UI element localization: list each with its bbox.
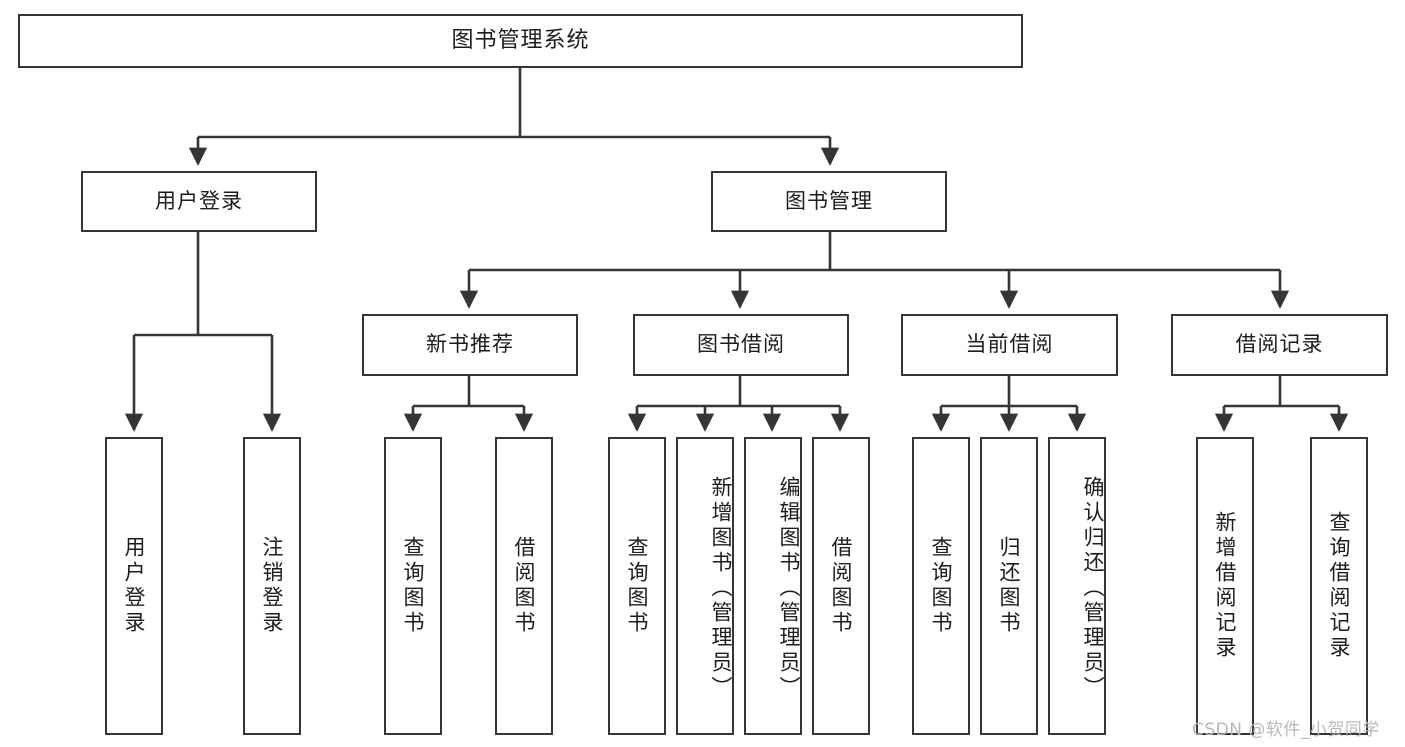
leaf-user-logout-label: 注销登录 xyxy=(260,536,285,636)
leaf-return-book-label: 归还图书 xyxy=(997,536,1022,636)
node-new-book-recommend-label: 新书推荐 xyxy=(426,332,514,357)
node-new-book-recommend[interactable]: 新书推荐 xyxy=(362,314,578,376)
leaf-confirm-return-admin[interactable]: 确认归还（管理员） xyxy=(1048,437,1106,735)
leaf-confirm-return-admin-label: 确认归还（管理员） xyxy=(1081,475,1105,701)
leaf-query-book-2[interactable]: 查询图书 xyxy=(608,437,666,735)
leaf-query-book-2-label: 查询图书 xyxy=(625,536,650,636)
node-root-label: 图书管理系统 xyxy=(451,27,590,53)
node-current-borrow[interactable]: 当前借阅 xyxy=(901,314,1118,376)
leaf-add-book-admin-label: 新增图书（管理员） xyxy=(709,475,733,701)
leaf-user-login[interactable]: 用户登录 xyxy=(105,437,163,735)
node-root[interactable]: 图书管理系统 xyxy=(18,14,1023,68)
leaf-borrow-book-2[interactable]: 借阅图书 xyxy=(812,437,870,735)
node-current-borrow-label: 当前借阅 xyxy=(965,332,1054,357)
leaf-return-book[interactable]: 归还图书 xyxy=(980,437,1038,735)
node-book-management-label: 图书管理 xyxy=(785,188,873,213)
leaf-user-login-label: 用户登录 xyxy=(122,536,147,636)
leaf-add-book-admin[interactable]: 新增图书（管理员） xyxy=(676,437,734,735)
leaf-query-book-1[interactable]: 查询图书 xyxy=(384,437,442,735)
leaf-add-borrow-record[interactable]: 新增借阅记录 xyxy=(1196,437,1254,735)
leaf-borrow-book-2-label: 借阅图书 xyxy=(829,536,854,636)
node-user-login[interactable]: 用户登录 xyxy=(81,171,317,232)
node-user-login-label: 用户登录 xyxy=(155,188,243,213)
leaf-query-book-3-label: 查询图书 xyxy=(929,536,954,636)
node-borrow-records[interactable]: 借阅记录 xyxy=(1171,314,1388,376)
leaf-borrow-book-1[interactable]: 借阅图书 xyxy=(495,437,553,735)
node-borrow-records-label: 借阅记录 xyxy=(1235,332,1324,357)
leaf-query-book-1-label: 查询图书 xyxy=(401,536,426,636)
leaf-borrow-book-1-label: 借阅图书 xyxy=(512,536,537,636)
leaf-add-borrow-record-label: 新增借阅记录 xyxy=(1213,511,1238,661)
leaf-edit-book-admin[interactable]: 编辑图书（管理员） xyxy=(744,437,802,735)
leaf-query-book-3[interactable]: 查询图书 xyxy=(912,437,970,735)
leaf-edit-book-admin-label: 编辑图书（管理员） xyxy=(777,475,801,701)
leaf-query-borrow-record[interactable]: 查询借阅记录 xyxy=(1310,437,1368,735)
node-book-borrow[interactable]: 图书借阅 xyxy=(633,314,849,376)
csdn-watermark: CSDN @软件_小贺同学 xyxy=(1192,720,1380,740)
leaf-query-borrow-record-label: 查询借阅记录 xyxy=(1327,511,1352,661)
node-book-borrow-label: 图书借阅 xyxy=(697,332,785,357)
leaf-user-logout[interactable]: 注销登录 xyxy=(243,437,301,735)
node-book-management[interactable]: 图书管理 xyxy=(711,171,947,232)
